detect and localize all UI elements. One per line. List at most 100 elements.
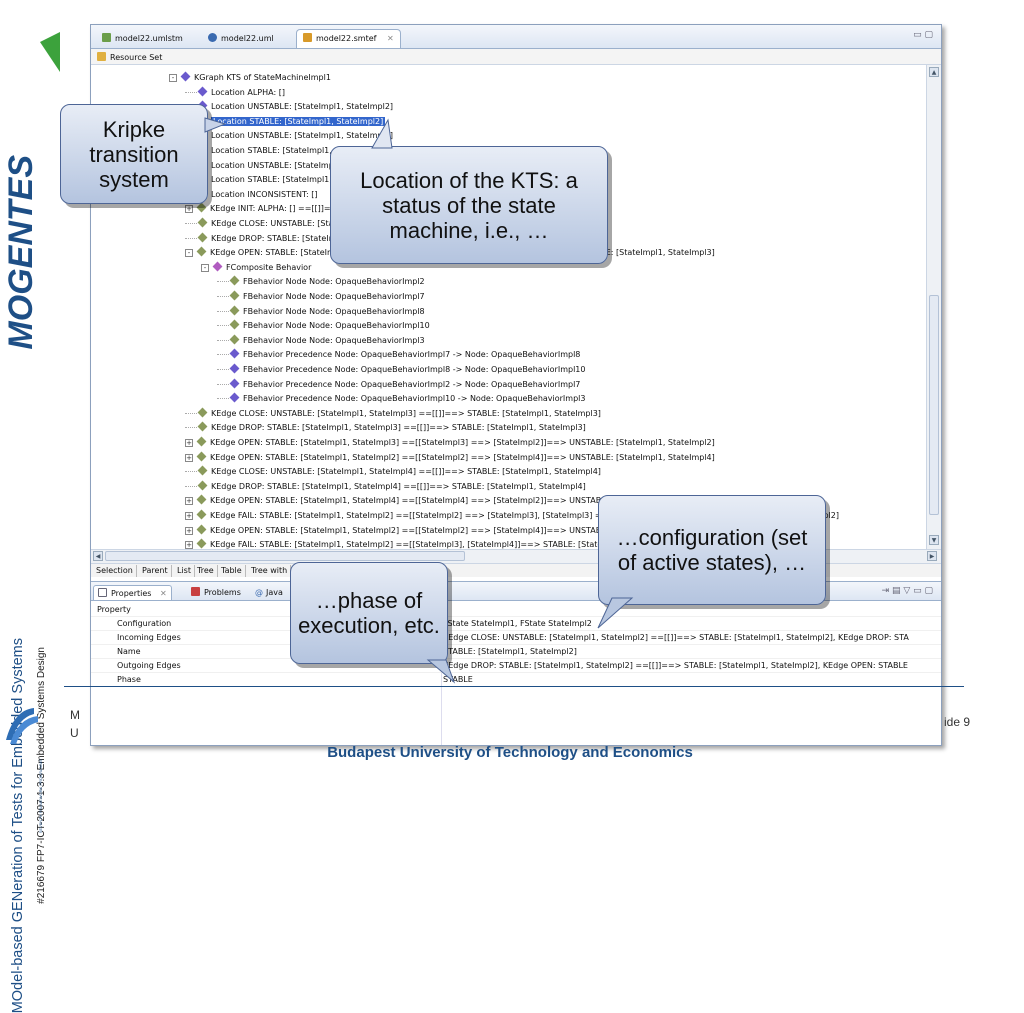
property-value: KEdge DROP: STABLE: [StateImpl1, StateIm… xyxy=(443,661,908,670)
node-icon xyxy=(229,305,240,316)
tree-row[interactable]: +KEdge OPEN: STABLE: [StateImpl1, StateI… xyxy=(185,436,715,450)
footer-line xyxy=(64,686,964,687)
tree-row-label: KEdge OPEN: STABLE: [StateImpl1, StateIm… xyxy=(210,452,715,462)
scroll-down-icon[interactable]: ▼ xyxy=(929,535,939,545)
tree-connector xyxy=(217,290,229,297)
node-icon xyxy=(197,217,208,228)
tree-row-label: FBehavior Node Node: OpaqueBehaviorImpl1… xyxy=(243,321,430,331)
tab-model22-umlstm[interactable]: model22.umlstm xyxy=(95,29,190,48)
scrollbar-thumb[interactable] xyxy=(929,295,939,515)
tree-row-label: Location UNSTABLE: [StateImpl1, StateImp… xyxy=(211,160,394,170)
close-icon[interactable]: ✕ xyxy=(387,34,394,43)
collapse-icon[interactable]: - xyxy=(185,249,193,258)
scrollbar-thumb[interactable] xyxy=(105,551,465,561)
tree-row-label: KEdge OPEN: STABLE: [StateImpl1, StateIm… xyxy=(210,496,715,506)
tab-problems[interactable]: Problems xyxy=(187,585,245,600)
tree-row[interactable]: KEdge DROP: STABLE: [StateImpl1, StateIm… xyxy=(185,480,586,494)
node-icon xyxy=(197,421,208,432)
expand-icon[interactable]: + xyxy=(185,541,193,549)
tree-row[interactable]: +KEdge FAIL: STABLE: [StateImpl1, StateI… xyxy=(185,509,839,523)
expand-icon[interactable]: + xyxy=(185,453,193,462)
tree-connector xyxy=(185,421,197,429)
tab-model22-uml[interactable]: model22.uml xyxy=(201,29,281,48)
tree-row[interactable]: FBehavior Node Node: OpaqueBehaviorImpl2 xyxy=(217,275,425,289)
tree-row[interactable]: -FComposite Behavior xyxy=(201,261,311,275)
footer-university: Budapest University of Technology and Ec… xyxy=(327,744,693,761)
node-icon xyxy=(196,538,207,549)
scroll-right-icon[interactable]: ▶ xyxy=(927,551,937,561)
tree-row[interactable]: FBehavior Precedence Node: OpaqueBehavio… xyxy=(217,378,580,392)
tree-row[interactable]: +KEdge FAIL: STABLE: [StateImpl1, StateI… xyxy=(185,538,677,549)
tree-row[interactable]: FBehavior Precedence Node: OpaqueBehavio… xyxy=(217,363,585,377)
tree-row[interactable]: KEdge DROP: STABLE: [StateImpl1, StateIm… xyxy=(185,421,586,435)
tree-row[interactable]: + KEdge OPEN: STABLE: [StateImpl1, StateI… xyxy=(185,451,715,465)
scroll-left-icon[interactable]: ◀ xyxy=(93,551,103,561)
tab-label: Properties xyxy=(111,589,152,598)
tree-row-label: FBehavior Node Node: OpaqueBehaviorImpl7 xyxy=(243,292,425,301)
expand-icon[interactable]: + xyxy=(185,439,193,447)
mogentes-logo xyxy=(0,32,64,210)
tree-row[interactable]: FBehavior Node Node: OpaqueBehaviorImpl3 xyxy=(217,334,425,348)
tree-row[interactable]: +KEdge OPEN: STABLE: [StateImpl1, StateI… xyxy=(185,524,715,538)
tree-row[interactable]: FBehavior Precedence Node: OpaqueBehavio… xyxy=(217,348,580,362)
tree-row[interactable]: FBehavior Precedence Node: OpaqueBehavio… xyxy=(217,392,585,406)
vertical-subtitle: #216679 FP7-ICT-2007-1-3.3 Embedded Syst… xyxy=(36,647,47,904)
collapse-icon[interactable]: - xyxy=(201,263,209,272)
view-toolbar-icons[interactable]: ⇥ ▤ ▽ ▭ ▢ xyxy=(881,586,933,596)
property-value: KEdge CLOSE: UNSTABLE: [StateImpl1, Stat… xyxy=(443,633,909,642)
tab-model22-smtef[interactable]: model22.smtef ✕ xyxy=(296,29,401,48)
page-tab-list[interactable]: List xyxy=(174,565,195,577)
scroll-up-icon[interactable]: ▲ xyxy=(929,67,939,77)
expand-icon[interactable]: + xyxy=(185,512,193,520)
tab-properties[interactable]: Properties ✕ xyxy=(93,585,172,600)
callout-kripke: Kripke transition system xyxy=(60,104,208,204)
problems-icon xyxy=(191,587,200,596)
page-tab-table[interactable]: Table xyxy=(218,565,246,577)
tree-row[interactable]: Location ALPHA: [] xyxy=(185,86,285,100)
tree-row[interactable]: KEdge CLOSE: UNSTABLE: [StateImpl1, Stat… xyxy=(185,465,601,479)
tree-row-label: KGraph KTS of StateMachineImpl1 xyxy=(194,73,331,82)
tree-row-label: KEdge CLOSE: UNSTABLE: [StateImpl1, Stat… xyxy=(211,408,601,418)
expand-icon[interactable]: + xyxy=(185,497,193,506)
folder-icon xyxy=(97,52,106,61)
tree-row[interactable]: Location UNSTABLE: [StateImpl1, StateImp… xyxy=(185,100,393,114)
fp7-logo: SEVENTH FRAMEWORK PROGRAMME xyxy=(4,700,48,833)
expand-icon[interactable]: + xyxy=(185,526,193,535)
tab-label: model22.smtef xyxy=(316,34,377,43)
page-tab-selection[interactable]: Selection xyxy=(93,565,137,577)
tree-row[interactable]: FBehavior Node Node: OpaqueBehaviorImpl1… xyxy=(217,319,430,333)
tree-connector xyxy=(185,465,197,473)
callout-text: …configuration (set of active states), … xyxy=(616,525,808,575)
callout-tail xyxy=(204,117,227,133)
resource-set-row[interactable]: Resource Set xyxy=(91,49,941,65)
node-icon xyxy=(197,86,208,97)
vertical-scrollbar[interactable]: ▲ ▼ xyxy=(926,65,941,549)
tree-row-label: Location ALPHA: [] xyxy=(211,87,285,97)
page-tab-tree[interactable]: Tree xyxy=(194,565,218,577)
tree-connector xyxy=(217,319,229,327)
tree-row[interactable]: - KGraph KTS of StateMachineImpl1 xyxy=(169,71,331,85)
expand-icon[interactable]: + xyxy=(185,205,193,214)
page-tab-parent[interactable]: Parent xyxy=(139,565,172,577)
tree-connector xyxy=(185,407,197,414)
tree-connector xyxy=(185,232,197,239)
tree-row[interactable]: FBehavior Node Node: OpaqueBehaviorImpl7 xyxy=(217,290,425,304)
tree-row[interactable]: + KEdge OPEN: STABLE: [StateImpl1, StateI… xyxy=(185,494,715,508)
tab-javadoc[interactable]: @Java xyxy=(251,585,287,600)
minimize-maximize-icons[interactable]: ▭ ▢ xyxy=(913,30,933,40)
node-icon xyxy=(196,509,207,520)
collapse-icon[interactable]: - xyxy=(169,74,177,82)
logo-text: MOGENTES xyxy=(2,155,40,350)
page-tab-tree-with[interactable]: Tree with xyxy=(248,565,292,577)
tree-row[interactable]: FBehavior Node Node: OpaqueBehaviorImpl8 xyxy=(217,305,425,319)
close-icon[interactable]: ✕ xyxy=(159,589,167,598)
callout-location: Location of the KTS: a status of the sta… xyxy=(330,146,608,264)
tree-row[interactable]: KEdge CLOSE: UNSTABLE: [StateImpl1, Stat… xyxy=(185,407,601,421)
node-icon xyxy=(196,202,207,213)
